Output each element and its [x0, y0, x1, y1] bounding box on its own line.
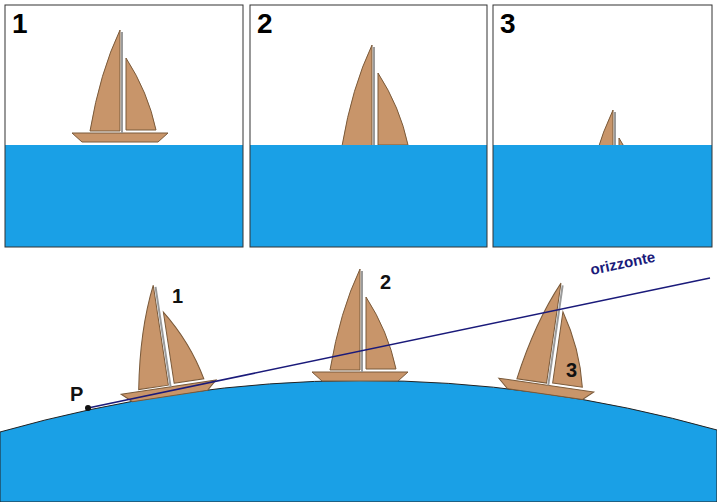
horizon-label: orizzonte: [589, 249, 657, 277]
view-panel: [493, 5, 712, 247]
panel-number: 2: [257, 10, 273, 38]
point-label: P: [70, 384, 83, 404]
panel-number: 3: [500, 10, 516, 38]
boat: [312, 269, 408, 381]
boat-number: 3: [566, 360, 577, 380]
observer-point: [85, 405, 91, 411]
boat-number: 1: [172, 286, 183, 306]
horizon-line: [88, 278, 710, 408]
boat: [497, 276, 608, 401]
view-panel: [5, 5, 243, 247]
panel-number: 1: [12, 10, 28, 38]
earth-curve: [0, 380, 717, 502]
boat-number: 2: [380, 272, 391, 292]
view-panel: [250, 5, 487, 247]
